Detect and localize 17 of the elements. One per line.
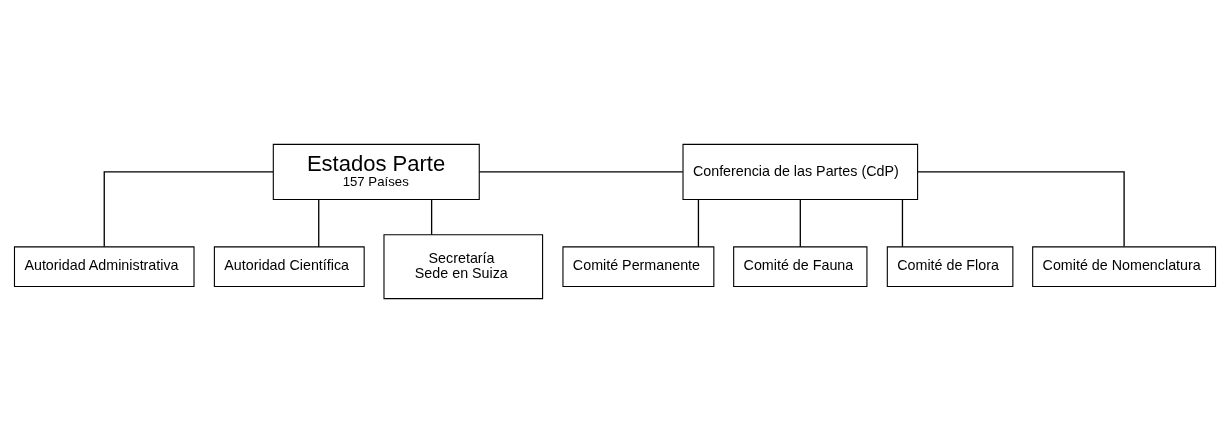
node-box: Secretaría Sede en Suiza — [383, 233, 544, 299]
connector — [799, 198, 801, 247]
connector — [430, 198, 433, 235]
node-box: Comité de Fauna — [733, 245, 868, 287]
connector — [901, 198, 904, 247]
connector — [103, 170, 274, 247]
node-box: Comité Permanente — [562, 245, 715, 287]
node-box: Autoridad Científica — [213, 245, 365, 287]
node-box: Autoridad Administrativa — [13, 245, 195, 287]
connector — [478, 170, 684, 173]
connector — [917, 170, 1125, 247]
connector — [318, 198, 320, 247]
node-box: Conferencia de las Partes (CdP) — [682, 143, 919, 200]
node-box: Comité de Nomenclatura — [1032, 245, 1217, 287]
node-box: Comité de Flora — [886, 245, 1014, 287]
connector — [697, 198, 700, 247]
node-box: Estados Parte 157 Países — [272, 143, 480, 200]
